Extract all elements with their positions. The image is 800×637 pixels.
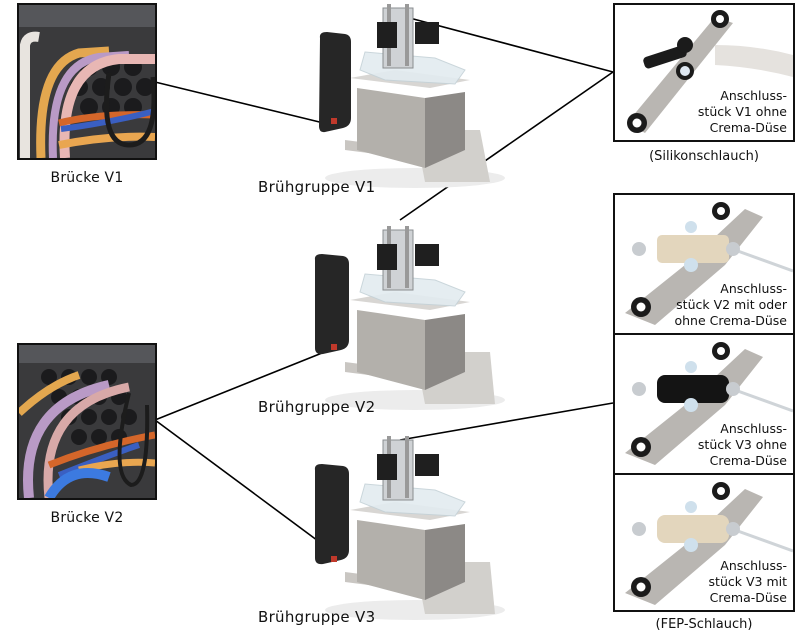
connector-v3-with-crema-label: Anschluss- stück V3 mit Crema-Düse (708, 558, 787, 605)
bridge-v2-photo (17, 343, 157, 500)
line-bridge-v1-to-group-v1 (154, 81, 341, 128)
brew-group-v2-label: Brühgruppe V2 (258, 398, 376, 416)
brew-group-v2-image (305, 222, 505, 417)
connector-v2-box: Anschluss- stück V2 mit oder ohne Crema-… (613, 193, 795, 335)
connector-v1-label: Anschluss- stück V1 ohne Crema-Düse (697, 88, 787, 135)
brew-group-v3-image (305, 432, 505, 627)
connector-v3-without-crema-box: Anschluss- stück V3 ohne Crema-Düse (613, 333, 795, 475)
bridge-v1-photo (17, 3, 157, 160)
connector-v2-label: Anschluss- stück V2 mit oder ohne Crema-… (674, 281, 787, 328)
connector-v3-without-crema-label: Anschluss- stück V3 ohne Crema-Düse (697, 421, 787, 468)
line-bridge-v2-to-group-v2 (154, 346, 338, 421)
brew-group-v1-label: Brühgruppe V1 (258, 178, 376, 196)
line-group-v3-to-connector-v3 (399, 402, 614, 441)
brew-group-v1-image (305, 0, 505, 195)
connector-v1-box: Anschluss- stück V1 ohne Crema-Düse (613, 3, 795, 142)
bridge-v1-caption: Brücke V1 (50, 170, 124, 186)
line-bridge-v2-to-group-v3 (154, 419, 338, 556)
fep-hose-note: (FEP-Schlauch) (655, 617, 753, 632)
brew-group-v3-label: Brühgruppe V3 (258, 608, 376, 626)
line-group-v2-to-connector-v1 (399, 71, 614, 221)
bridge-v2-caption: Brücke V2 (50, 510, 124, 526)
connector-v3-with-crema-box: Anschluss- stück V3 mit Crema-Düse (613, 473, 795, 612)
silicone-hose-note: (Silikonschlauch) (649, 149, 759, 164)
